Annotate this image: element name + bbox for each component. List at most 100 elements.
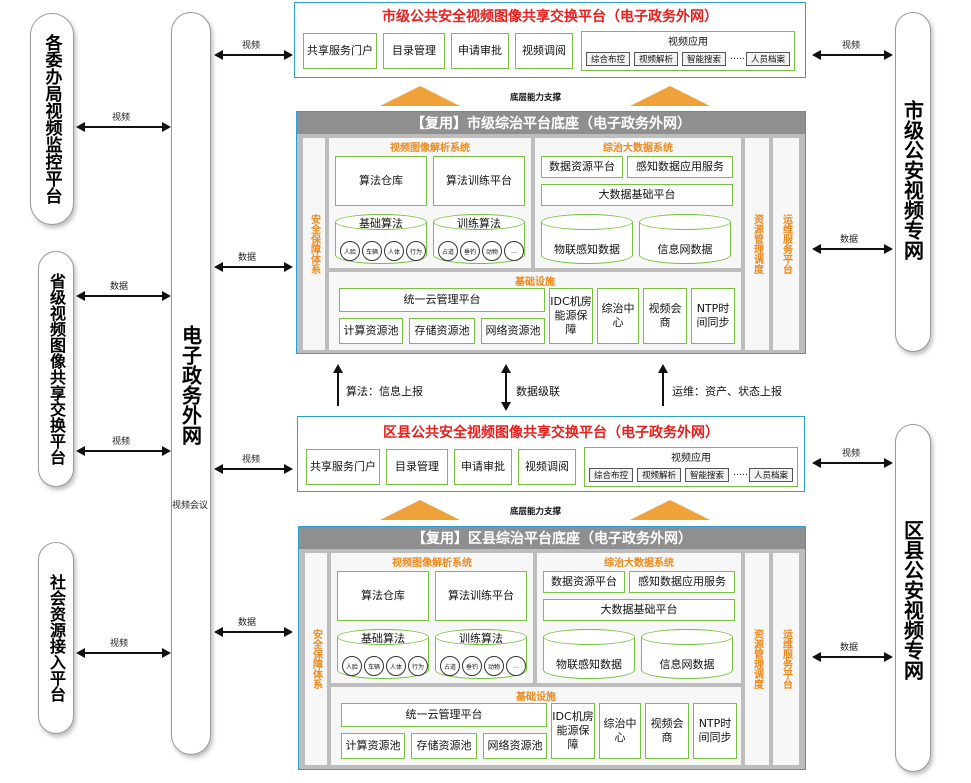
app-smart-search[interactable]: 智能搜索	[685, 468, 729, 482]
bigdata-panel: 综治大数据系统 数据资源平台 感知数据应用服务 大数据基础平台 物联感知数据 信…	[537, 553, 741, 683]
share-portal-button[interactable]: 共享服务门户	[306, 449, 380, 485]
pill-social-resource-platform-label: 社会资源接入平台	[47, 574, 66, 702]
train-algo-cylinder: 训练算法 占道 垂钓 动物 …	[433, 214, 525, 264]
catalog-mgmt-button[interactable]: 目录管理	[386, 449, 448, 485]
connector-right-county-video	[820, 462, 884, 464]
apply-approve-button[interactable]: 申请审批	[451, 33, 509, 69]
city-support-label: 底层能力支撑	[510, 93, 562, 103]
cylinder-top	[337, 629, 429, 645]
governance-center: 综治中心	[599, 703, 641, 759]
train-algo-label: 训练算法	[457, 217, 501, 230]
algo-fishing: 垂钓	[460, 241, 480, 261]
iot-data-cylinder: 物联感知数据	[541, 214, 633, 264]
arrowhead	[162, 291, 171, 301]
app-video-analysis[interactable]: 视频解析	[634, 52, 678, 66]
app-smart-search[interactable]: 智能搜索	[682, 52, 726, 66]
connector-label-data: 数据	[840, 643, 859, 653]
algo-vehicle: 车辆	[364, 656, 384, 676]
security-column	[305, 553, 327, 765]
algo-more: …	[506, 656, 526, 676]
app-video-analysis[interactable]: 视频解析	[637, 468, 681, 482]
arrowhead	[76, 291, 85, 301]
arrowhead	[658, 364, 668, 373]
video-app-box: 视频应用 综合布控 视频解析 智能搜索 …… 人员档案	[584, 447, 798, 487]
algo-store: 算法仓库	[337, 571, 429, 621]
algo-vehicle: 车辆	[362, 241, 382, 261]
support-cone-right	[630, 86, 710, 106]
connector-bureau-video	[84, 126, 162, 128]
arrow-ops-report	[662, 372, 664, 406]
connector-label-video: 视频	[842, 449, 861, 459]
share-portal-button[interactable]: 共享服务门户	[303, 33, 377, 69]
pill-city-police-net-label: 市级公安视频专网	[900, 100, 925, 260]
label-ops-report: 运维：资产、状态上报	[672, 385, 782, 398]
algo-animal: 动物	[484, 656, 504, 676]
basic-algo-label: 基础算法	[361, 632, 405, 645]
app-combined-control[interactable]: 综合布控	[589, 468, 633, 482]
ops-label: 运维服务平台	[780, 629, 792, 689]
basic-algo-cylinder: 基础算法 人脸 车辆 人体 行为	[335, 214, 427, 264]
connector-label-video: 视频	[110, 639, 129, 649]
bigdata-base-platform: 大数据基础平台	[541, 184, 733, 206]
connector-right-city-data	[820, 248, 884, 250]
app-person-profile[interactable]: 人员档案	[746, 52, 790, 66]
arrowhead	[214, 50, 223, 60]
security-column	[303, 138, 325, 350]
pool-storage: 存储资源池	[411, 733, 477, 759]
sense-data-service: 感知数据应用服务	[627, 156, 733, 178]
train-algo-label: 训练算法	[459, 632, 503, 645]
cloud-mgmt-platform: 统一云管理平台	[341, 703, 547, 727]
cylinder-top	[641, 629, 733, 645]
cylinder-top	[541, 214, 633, 230]
city-share-platform: 市级公共安全视频图像共享交换平台（电子政务外网） 共享服务门户 目录管理 申请审…	[294, 2, 806, 78]
connector-county-base-data	[222, 631, 284, 633]
video-access-button[interactable]: 视频调阅	[518, 449, 576, 485]
iot-data-cylinder: 物联感知数据	[543, 629, 635, 679]
idc-energy: IDC机房能源保障	[551, 703, 595, 759]
sense-data-service: 感知数据应用服务	[629, 571, 735, 593]
cylinder-top	[433, 214, 525, 230]
pool-storage: 存储资源池	[409, 318, 475, 344]
arrowhead	[162, 648, 171, 658]
resource-column	[745, 553, 769, 765]
arrowhead	[333, 364, 343, 373]
app-combined-control[interactable]: 综合布控	[586, 52, 630, 66]
bigdata-panel: 综治大数据系统 数据资源平台 感知数据应用服务 大数据基础平台 物联感知数据 信…	[535, 138, 741, 268]
arrowhead	[501, 364, 511, 373]
bigdata-title: 综治大数据系统	[604, 558, 674, 569]
pill-provincial-share-platform-label: 省级视频图像共享交换平台	[47, 273, 66, 465]
support-cone-left	[380, 500, 460, 520]
arrowhead	[284, 50, 293, 60]
algo-body: 人体	[386, 656, 406, 676]
resource-column	[745, 138, 769, 350]
apply-approve-button[interactable]: 申请审批	[454, 449, 512, 485]
arrowhead	[284, 627, 293, 637]
arrowhead	[76, 122, 85, 132]
security-label: 安全保障体系	[308, 214, 320, 274]
arrowhead	[214, 464, 223, 474]
video-access-button[interactable]: 视频调阅	[515, 33, 573, 69]
cylinder-top	[543, 629, 635, 645]
algo-face: 人脸	[342, 656, 362, 676]
video-app-title: 视频应用	[668, 37, 708, 48]
algo-store: 算法仓库	[335, 156, 427, 206]
ntp-sync: NTP时间同步	[693, 703, 737, 759]
app-person-profile[interactable]: 人员档案	[749, 468, 793, 482]
arrowhead	[812, 50, 821, 60]
arrowhead	[76, 648, 85, 658]
security-label: 安全保障体系	[310, 629, 322, 689]
arrowhead	[501, 402, 511, 411]
cylinder-top	[639, 214, 731, 230]
algo-behavior: 行为	[406, 241, 426, 261]
algo-behavior: 行为	[408, 656, 428, 676]
city-base-platform: 【复用】市级综治平台底座（电子政务外网） 安全保障体系 资源管理调度 运维服务平…	[296, 111, 806, 354]
basic-algo-label: 基础算法	[359, 217, 403, 230]
label-algo-report: 算法：信息上报	[346, 385, 423, 398]
connector-label-video: 视频	[242, 41, 261, 51]
idc-energy: IDC机房能源保障	[549, 288, 593, 344]
support-cone-right	[630, 500, 710, 520]
label-data-cascade: 数据级联	[516, 385, 560, 398]
arrowhead	[162, 446, 171, 456]
catalog-mgmt-button[interactable]: 目录管理	[383, 33, 445, 69]
arrowhead	[214, 262, 223, 272]
